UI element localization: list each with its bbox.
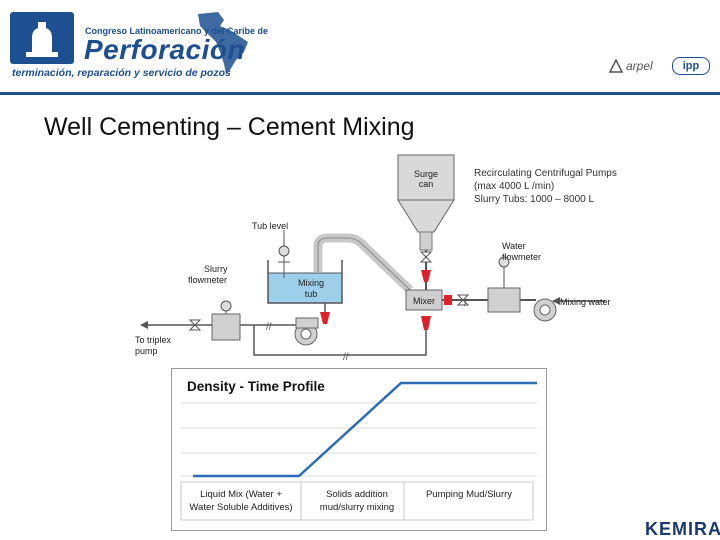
surge-can-label-1: Surge — [414, 169, 438, 179]
congress-logo-icon — [10, 12, 74, 64]
phase-1-label-1: Liquid Mix (Water + — [200, 489, 282, 500]
water-pump-icon — [520, 298, 557, 322]
surge-can-icon — [397, 154, 455, 251]
density-time-profile: Density - Time Profile Liquid Mix (Water… — [171, 368, 547, 531]
return-line-break-icon: // — [343, 352, 349, 363]
surge-valve-icon — [419, 251, 433, 263]
water-line-break-icon: / — [464, 298, 467, 309]
pump-check-valve-icon — [320, 312, 330, 324]
water-flowmeter-label-1: Water — [502, 241, 526, 251]
tub-level-sensor-icon — [278, 245, 290, 263]
header-banner — [0, 0, 720, 95]
note-line-3: Slurry Tubs: 1000 – 8000 L — [474, 194, 595, 205]
latin-america-map-icon — [190, 8, 260, 83]
mixing-tub-label-2: tub — [305, 289, 318, 299]
mixing-tub-label-1: Mixing — [298, 278, 324, 288]
surge-can-label-2: can — [419, 179, 434, 189]
congress-line: Congreso Latinoamericano y del Caribe de — [85, 26, 269, 36]
centrifugal-pump-icon — [294, 317, 319, 346]
tagline: terminación, reparación y servicio de po… — [12, 67, 231, 79]
pump-notes: Recirculating Centrifugal Pumps (max 400… — [474, 167, 617, 206]
kemira-logo: KEMIRA — [645, 519, 720, 539]
main-title: Perforación — [84, 34, 246, 65]
water-flowmeter-icon — [487, 256, 521, 313]
water-valve-icon — [456, 294, 470, 306]
ipp-logo: ipp — [672, 57, 710, 75]
phase-2-label-1: Solids addition — [326, 489, 388, 500]
surge-check-valve-icon — [421, 270, 431, 282]
phase-3-label: Pumping Mud/Slurry — [426, 489, 512, 500]
mixing-tub-icon — [267, 260, 343, 304]
mixing-water-arrow-icon — [552, 297, 560, 305]
slurry-flowmeter-label-2: flowmeter — [188, 275, 227, 285]
water-check-valve-icon — [444, 295, 452, 305]
profile-grid — [181, 402, 537, 477]
phase-2-label-2: mud/slurry mixing — [320, 502, 394, 513]
return-loop-pipe — [253, 325, 427, 356]
arpel-logo-text: arpel — [626, 59, 653, 73]
tub-level-label: Tub level — [252, 221, 288, 231]
mixing-water-label: Mixing water — [560, 297, 611, 307]
water-flowmeter-label-2: flowmeter — [502, 252, 541, 262]
recirculation-pipe — [313, 233, 414, 294]
header-divider — [0, 92, 720, 95]
slurry-flowmeter-icon — [211, 300, 241, 341]
slide-title: Well Cementing – Cement Mixing — [44, 113, 415, 141]
note-line-2: (max 4000 L /min) — [474, 181, 555, 192]
to-triplex-arrow-icon — [140, 321, 148, 329]
mixer-label: Mixer — [413, 296, 435, 306]
to-triplex-label-2: pump — [135, 346, 158, 356]
note-line-1: Recirculating Centrifugal Pumps — [474, 168, 617, 179]
discharge-valve-icon — [188, 319, 202, 331]
mixer-outlet-valve-icon — [421, 316, 431, 330]
phase-1-label-2: Water Soluble Additives) — [189, 502, 292, 513]
arpel-logo-icon — [608, 58, 624, 79]
phase-label-box — [180, 481, 534, 521]
slurry-flowmeter-label-1: Slurry — [204, 264, 228, 274]
density-profile-line — [193, 381, 537, 478]
line-break-icon: // — [266, 322, 272, 333]
to-triplex-label-1: To triplex — [135, 335, 172, 345]
profile-title: Density - Time Profile — [187, 379, 325, 394]
